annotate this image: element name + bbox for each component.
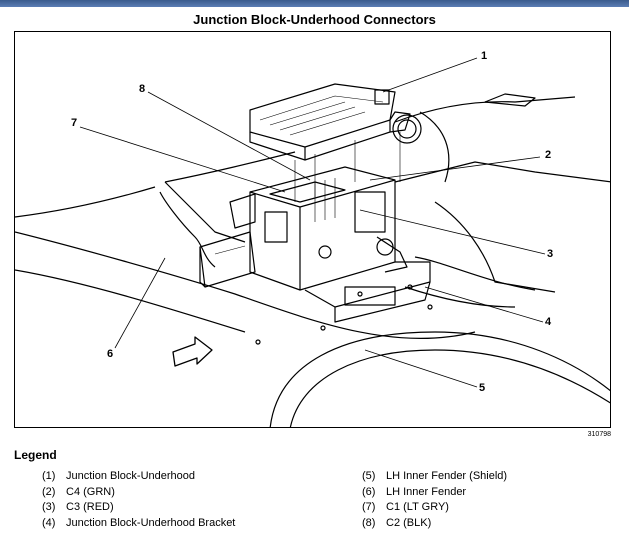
legend-item: (6)LH Inner Fender [362,485,467,498]
legend-column-left: (1)Junction Block-Underhood (2)C4 (GRN) … [42,469,235,531]
callout-4: 4 [545,316,552,328]
legend-column-right: (5)LH Inner Fender (Shield) (6)LH Inner … [362,469,507,531]
callout-2: 2 [545,149,552,161]
legend-item: (7)C1 (LT GRY) [362,501,449,513]
legend-item: (1)Junction Block-Underhood [42,470,196,482]
legend-item: (5)LH Inner Fender (Shield) [362,470,508,482]
diagram-frame: 1 2 3 4 5 6 7 8 [14,31,611,428]
direction-arrow [172,336,213,367]
callout-1: 1 [481,50,488,62]
inner-fender-shape [269,331,610,427]
diagram-title: Junction Block-Underhood Connectors [193,12,436,27]
callout-5: 5 [479,382,486,394]
bracket-assembly [249,166,396,291]
legend-item: (2)C4 (GRN) [42,485,115,498]
legend-heading: Legend [14,448,57,462]
callout-7: 7 [71,117,78,129]
window-top-bar [0,0,629,7]
callout-3: 3 [547,248,554,260]
legend-item: (3)C3 (RED) [42,501,114,513]
left-fender-shape [15,231,476,340]
engine-illustration [15,57,610,427]
figure-id: 310798 [587,431,611,438]
callout-6: 6 [107,348,114,360]
callout-8: 8 [139,83,146,95]
legend-item: (4)Junction Block-Underhood Bracket [42,516,236,529]
bracket-base [304,261,431,308]
legend-item: (8)C2 (BLK) [362,516,432,529]
